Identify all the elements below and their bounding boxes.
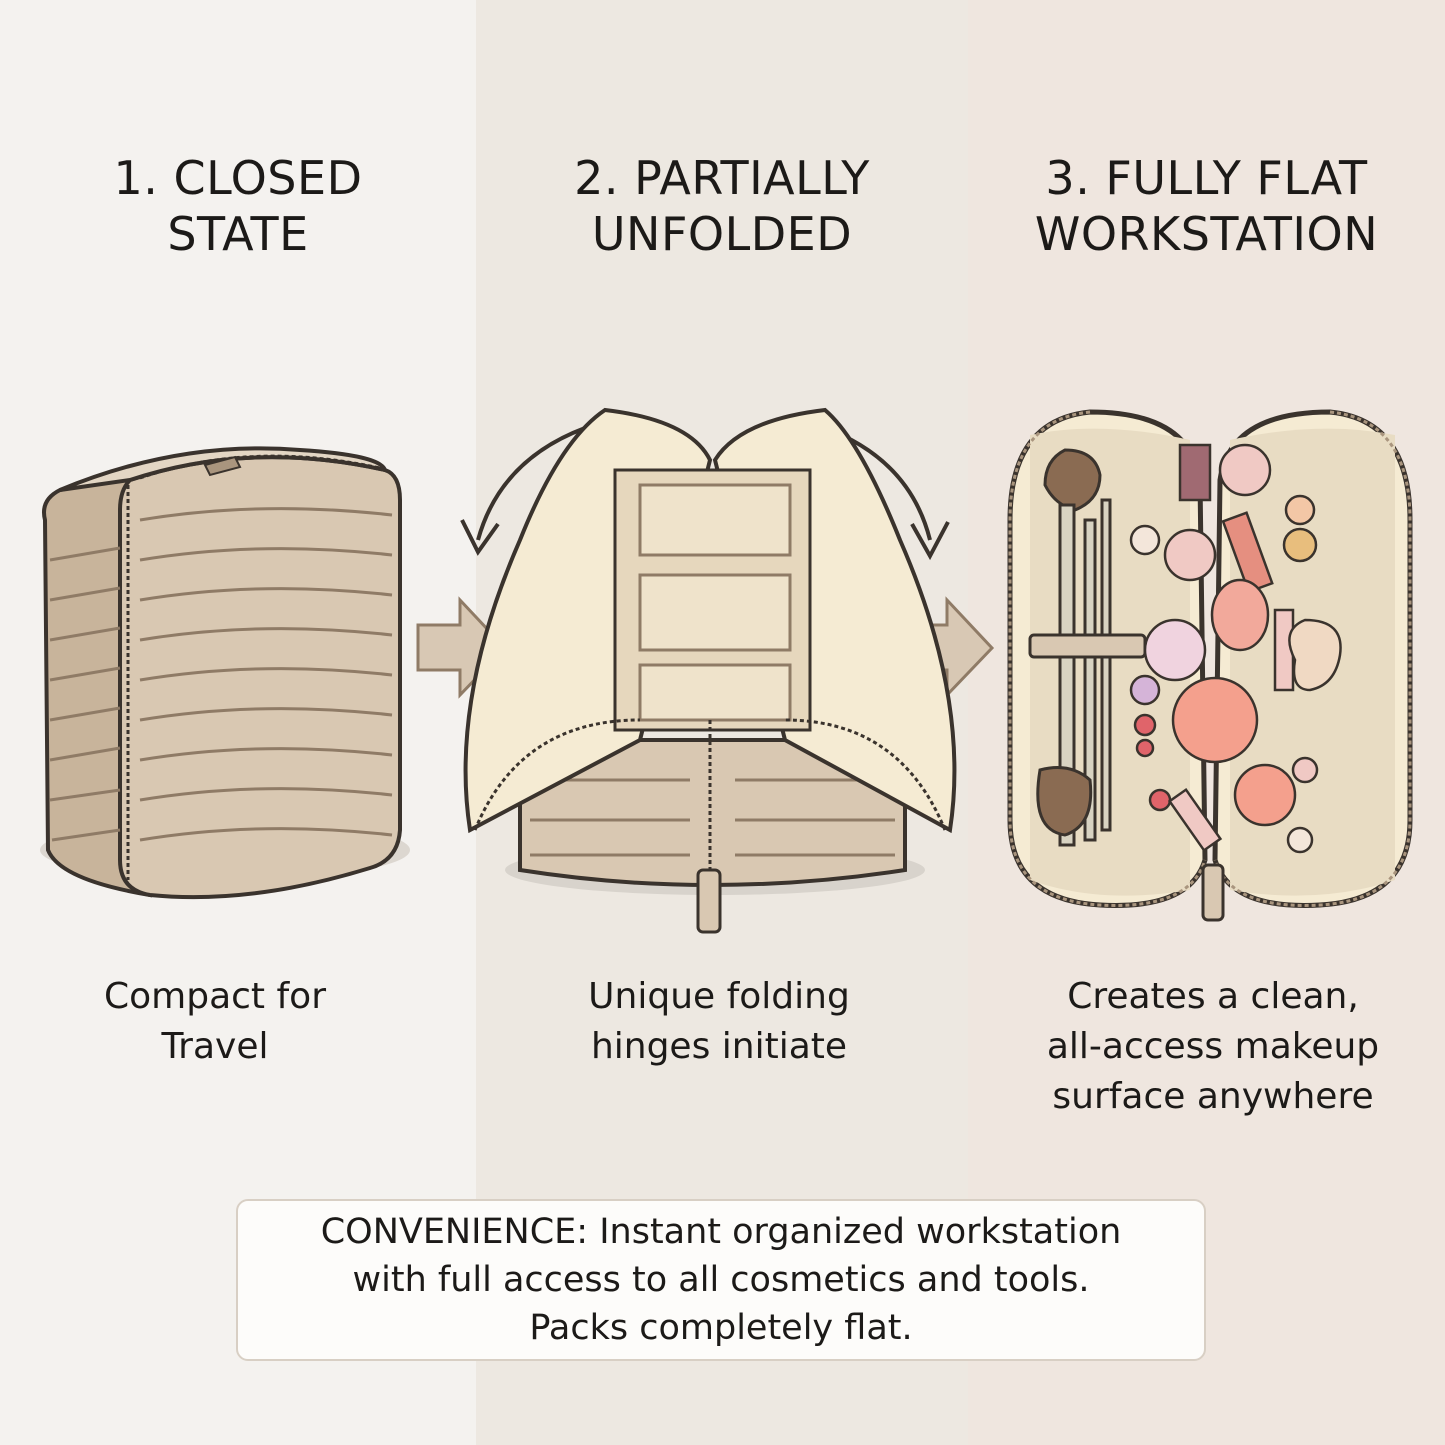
callout-text: CONVENIENCE: Instant organized workstati… bbox=[320, 1212, 1122, 1348]
unfolding-bag-illustration bbox=[460, 407, 957, 934]
closed-bag-illustration bbox=[40, 446, 410, 900]
curved-arrow-icon bbox=[476, 426, 586, 541]
flat-bag-illustration bbox=[1007, 409, 1413, 922]
convenience-callout: CONVENIENCE: Instant organized workstati… bbox=[236, 1199, 1206, 1361]
